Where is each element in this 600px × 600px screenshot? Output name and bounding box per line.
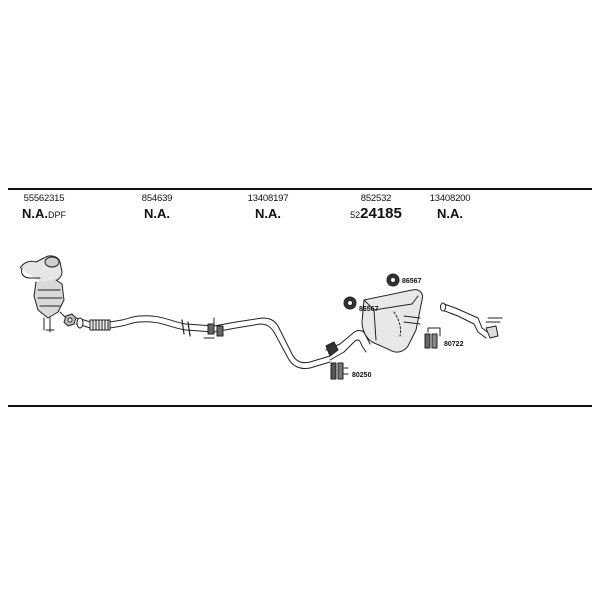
fitting-label: 80250	[352, 372, 372, 379]
part-number: 852532	[360, 193, 392, 204]
part-tail-pipe[interactable]: 13408200 N.A.	[405, 193, 495, 222]
fitting-label: 80722	[444, 341, 464, 348]
fitting-left-86567[interactable]	[343, 296, 357, 310]
fitting-80722[interactable]	[424, 327, 441, 349]
bottom-divider	[8, 405, 592, 407]
dpf-unit[interactable]	[19, 255, 71, 333]
part-reference: N.A.	[255, 206, 281, 221]
fitting-label: 86567	[359, 306, 379, 313]
part-number: 854639	[141, 193, 173, 204]
fitting-upper-86567[interactable]	[386, 273, 400, 287]
rear-silencer[interactable]	[361, 289, 423, 353]
part-reference: N.A.DPF	[22, 206, 66, 221]
tail-pipe[interactable]	[440, 302, 503, 339]
part-reference: N.A.	[144, 206, 170, 221]
part-reference: 5224185	[350, 205, 402, 222]
part-front-pipe[interactable]: 854639 N.A.	[112, 193, 202, 222]
part-dpf[interactable]: 55562315 N.A.DPF	[0, 193, 89, 224]
part-number: 55562315	[23, 193, 65, 204]
part-number: 13408197	[247, 193, 289, 204]
front-pipe[interactable]	[63, 313, 141, 331]
middle-pipe[interactable]	[139, 315, 331, 369]
top-divider	[8, 188, 592, 190]
fitting-80250[interactable]	[330, 362, 349, 380]
fitting-label: 86567	[402, 278, 422, 285]
part-number: 13408200	[429, 193, 471, 204]
part-rear-silencer[interactable]: 852532 5224185	[331, 193, 421, 224]
part-reference: N.A.	[437, 206, 463, 221]
part-middle-pipe[interactable]: 13408197 N.A.	[223, 193, 313, 222]
rear-inlet-pipe[interactable]	[325, 329, 371, 361]
